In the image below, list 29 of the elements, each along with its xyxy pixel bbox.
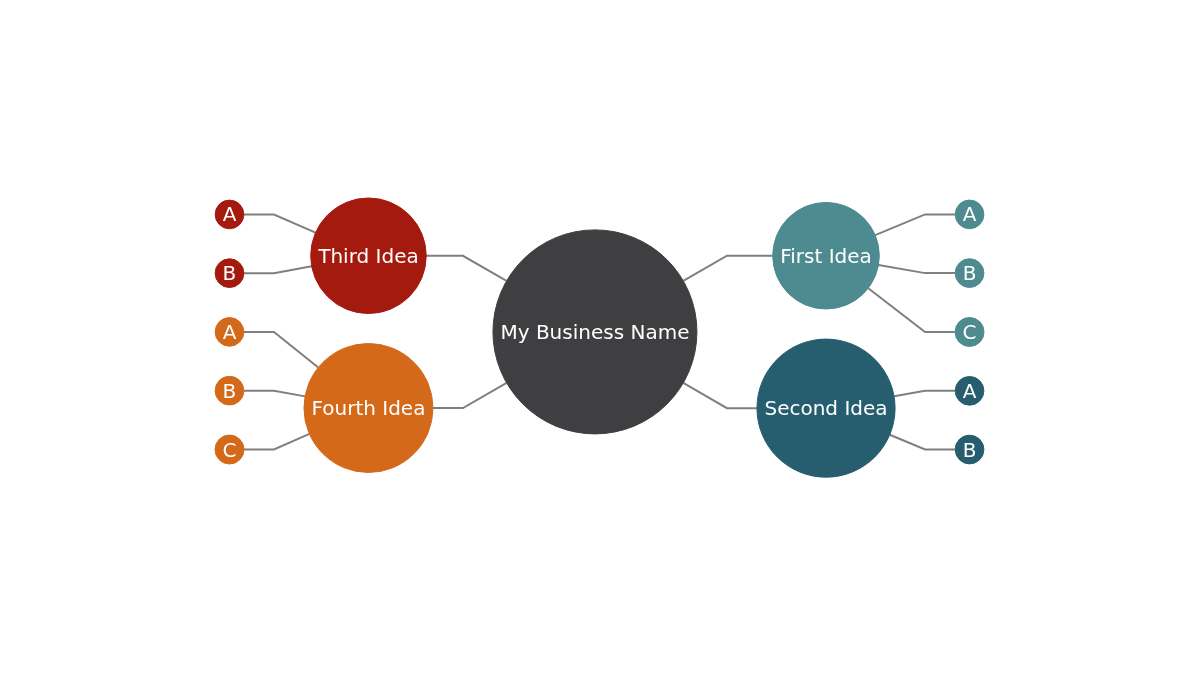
node-circle: B [215, 258, 245, 288]
node-circle: A [215, 199, 245, 230]
connector [243, 330, 320, 369]
node-circle: A [215, 316, 245, 347]
connector [425, 254, 509, 282]
node-circle: B [955, 434, 985, 465]
node-circle: C [955, 316, 985, 347]
node-circle: Third Idea [310, 197, 428, 314]
connector [243, 432, 311, 451]
node-circle: A [955, 375, 985, 406]
node-circle: C [214, 434, 245, 465]
node-circle: A [955, 199, 985, 230]
node-circle: B [955, 258, 985, 288]
node-circle: First Idea [772, 201, 881, 310]
node-circle: Second Idea [756, 338, 897, 478]
node-circle: Fourth Idea [303, 342, 434, 473]
connector [874, 213, 957, 237]
connector [432, 381, 509, 409]
connector [878, 263, 957, 274]
connector [682, 381, 759, 410]
connector [893, 389, 957, 398]
connector [243, 265, 314, 275]
connector [867, 287, 957, 333]
connector [889, 433, 957, 451]
connector [243, 389, 307, 398]
node-circle: My Business Name [492, 229, 698, 435]
node-circle: B [215, 375, 245, 406]
connector [243, 213, 317, 234]
connector [682, 254, 775, 282]
